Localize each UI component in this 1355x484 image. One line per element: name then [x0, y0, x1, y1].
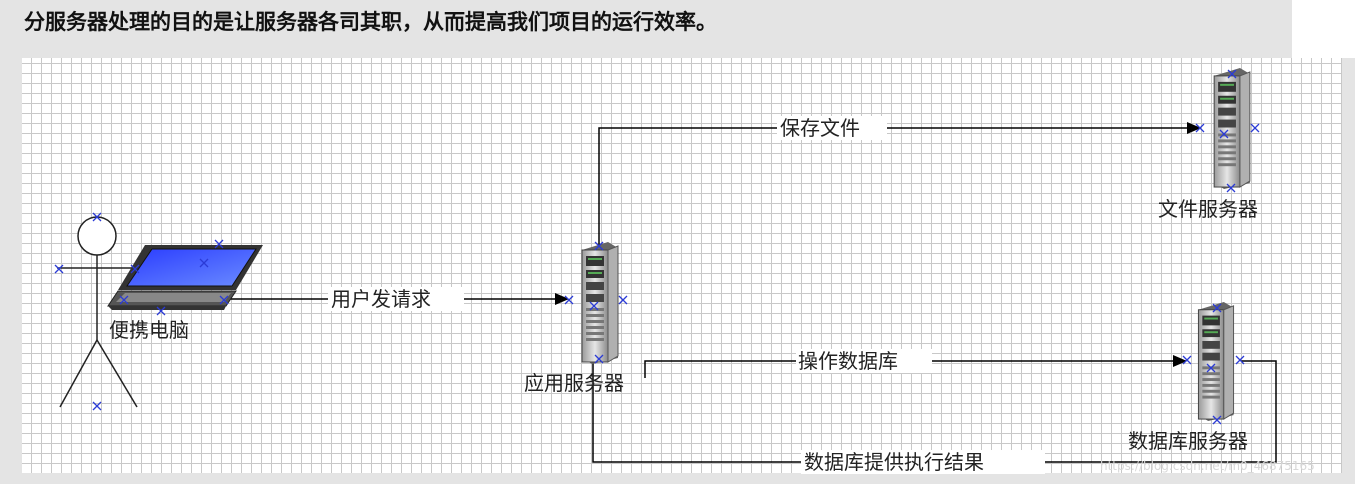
label-backgrounds [328, 116, 1045, 474]
cross-marker [1212, 415, 1222, 425]
cross-marker [119, 295, 129, 305]
cross-marker [156, 306, 166, 316]
cross-marker [594, 354, 604, 364]
cross-marker [1206, 363, 1216, 373]
caption-text: 分服务器处理的目的是让服务器各司其职，从而提高我们项目的运行效率。 [24, 10, 717, 34]
cross-marker [199, 258, 209, 268]
cross-marker [1227, 69, 1237, 79]
file-server-label: 文件服务器 [1158, 197, 1258, 221]
edge-db-result-line [587, 309, 1277, 463]
db-server-label: 数据库服务器 [1128, 429, 1248, 453]
cross-marker [1219, 129, 1229, 139]
edge-operate-db-line [644, 355, 1187, 378]
cross-marker [1195, 123, 1205, 133]
db-server-icon [1197, 301, 1235, 422]
cross-marker [219, 295, 229, 305]
watermark-text: https://blog.csdn.net/m0_46875165 [1100, 459, 1315, 473]
laptop-label: 便携电脑 [109, 318, 189, 342]
cross-marker [618, 295, 628, 305]
margin-strip [1292, 0, 1355, 58]
user-figure [57, 216, 138, 408]
cross-marker [589, 301, 599, 311]
edge-db-result-label: 数据库提供执行结果 [804, 450, 984, 474]
cross-marker [130, 264, 140, 274]
cross-marker [54, 264, 64, 274]
cross-marker [1212, 303, 1222, 313]
cross-marker [92, 212, 102, 222]
app-server-icon [581, 241, 619, 365]
connection-point-markers [54, 69, 1260, 425]
cross-marker [92, 401, 102, 411]
app-server-label: 应用服务器 [524, 371, 624, 395]
caption-bar: 分服务器处理的目的是让服务器各司其职，从而提高我们项目的运行效率。 [0, 0, 1292, 46]
laptop-icon [107, 245, 263, 310]
cross-marker [1250, 123, 1260, 133]
edge-operate-db-label: 操作数据库 [798, 349, 898, 373]
edge-user-request-label: 用户发请求 [331, 287, 431, 311]
edge-save-file-label: 保存文件 [780, 116, 860, 140]
edge-save-file-line [598, 122, 1201, 245]
cross-marker [564, 295, 574, 305]
cross-marker [1182, 355, 1192, 365]
cross-marker [594, 241, 604, 251]
cross-marker [1226, 183, 1236, 193]
cross-marker [1235, 355, 1245, 365]
file-server-icon [1213, 67, 1251, 190]
cross-marker [214, 239, 224, 249]
